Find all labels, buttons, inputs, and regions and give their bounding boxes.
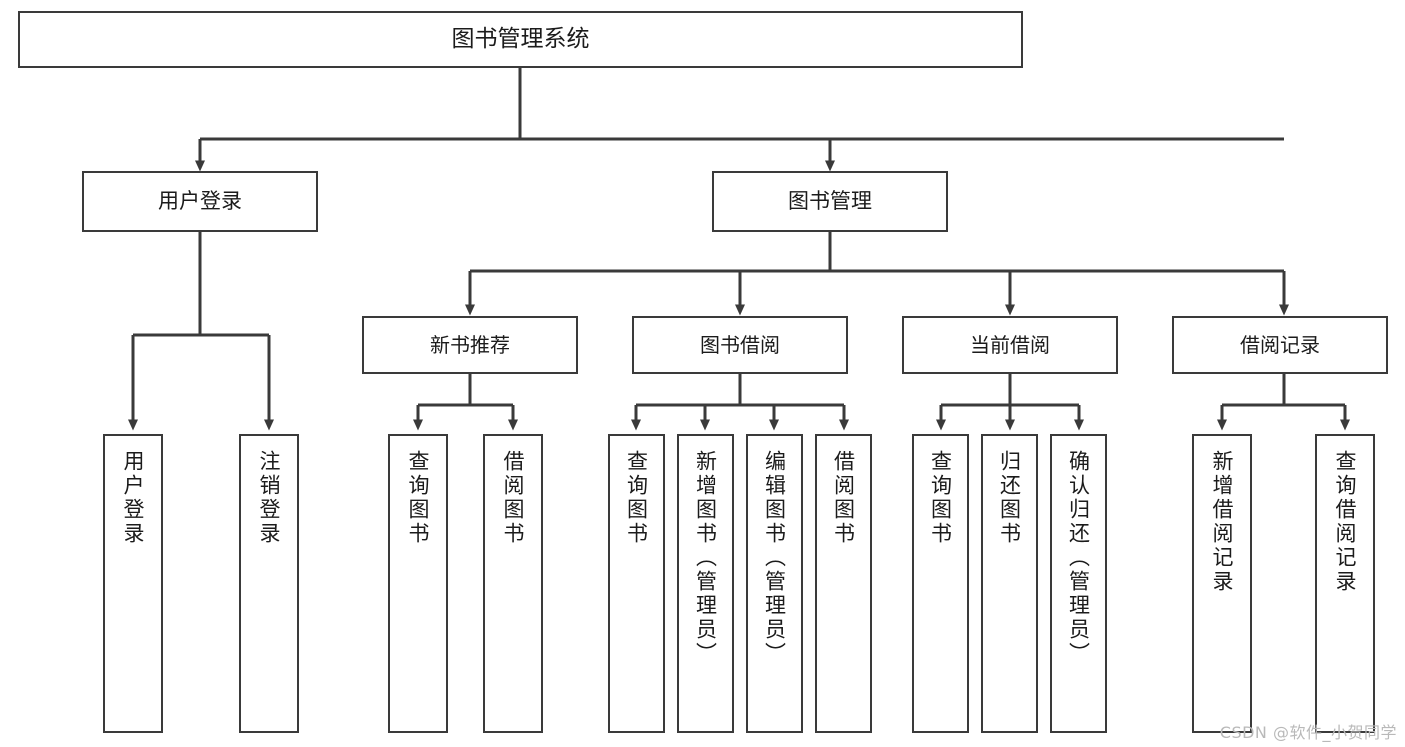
node-label: 借阅图书 [501, 450, 526, 546]
node-label: 查询图书 [624, 450, 649, 546]
leaf-user-logout[interactable]: 注销登录 [239, 434, 299, 733]
node-label: 编辑图书（管理员） [762, 450, 787, 666]
node-current-borrow[interactable]: 当前借阅 [902, 316, 1118, 374]
leaf-borrow-add-book-admin[interactable]: 新增图书（管理员） [677, 434, 734, 733]
node-user-login[interactable]: 用户登录 [82, 171, 318, 232]
leaf-user-login[interactable]: 用户登录 [103, 434, 163, 733]
node-label: 查询借阅记录 [1333, 450, 1358, 594]
node-label: 新增图书（管理员） [693, 450, 718, 666]
node-label: 当前借阅 [970, 332, 1050, 357]
node-label: 查询图书 [928, 450, 953, 546]
leaf-borrow-borrow-book[interactable]: 借阅图书 [815, 434, 872, 733]
watermark-text: CSDN @软件_小贺同学 [1219, 723, 1397, 742]
node-label: 归还图书 [997, 450, 1022, 546]
node-label: 新增借阅记录 [1210, 450, 1235, 594]
node-new-book-recommend[interactable]: 新书推荐 [362, 316, 578, 374]
leaf-recommend-search-book[interactable]: 查询图书 [388, 434, 448, 733]
leaf-borrow-edit-book-admin[interactable]: 编辑图书（管理员） [746, 434, 803, 733]
node-borrow-record[interactable]: 借阅记录 [1172, 316, 1388, 374]
node-label: 借阅图书 [831, 450, 856, 546]
leaf-current-confirm-return-admin[interactable]: 确认归还（管理员） [1050, 434, 1107, 733]
leaf-record-add-record[interactable]: 新增借阅记录 [1192, 434, 1252, 733]
node-label: 确认归还（管理员） [1066, 450, 1091, 666]
leaf-current-return-book[interactable]: 归还图书 [981, 434, 1038, 733]
node-label: 图书管理系统 [451, 26, 590, 53]
node-label: 查询图书 [406, 450, 431, 546]
node-label: 用户登录 [121, 450, 146, 546]
leaf-record-search-record[interactable]: 查询借阅记录 [1315, 434, 1375, 733]
node-label: 图书借阅 [700, 332, 780, 357]
leaf-current-search-book[interactable]: 查询图书 [912, 434, 969, 733]
node-book-borrow[interactable]: 图书借阅 [632, 316, 848, 374]
node-root-system[interactable]: 图书管理系统 [18, 11, 1023, 68]
node-label: 用户登录 [158, 188, 242, 213]
node-label: 借阅记录 [1240, 332, 1320, 357]
node-label: 注销登录 [257, 450, 282, 546]
node-label: 新书推荐 [430, 332, 510, 357]
node-book-management[interactable]: 图书管理 [712, 171, 948, 232]
leaf-borrow-search-book[interactable]: 查询图书 [608, 434, 665, 733]
leaf-recommend-borrow-book[interactable]: 借阅图书 [483, 434, 543, 733]
node-label: 图书管理 [788, 188, 872, 213]
